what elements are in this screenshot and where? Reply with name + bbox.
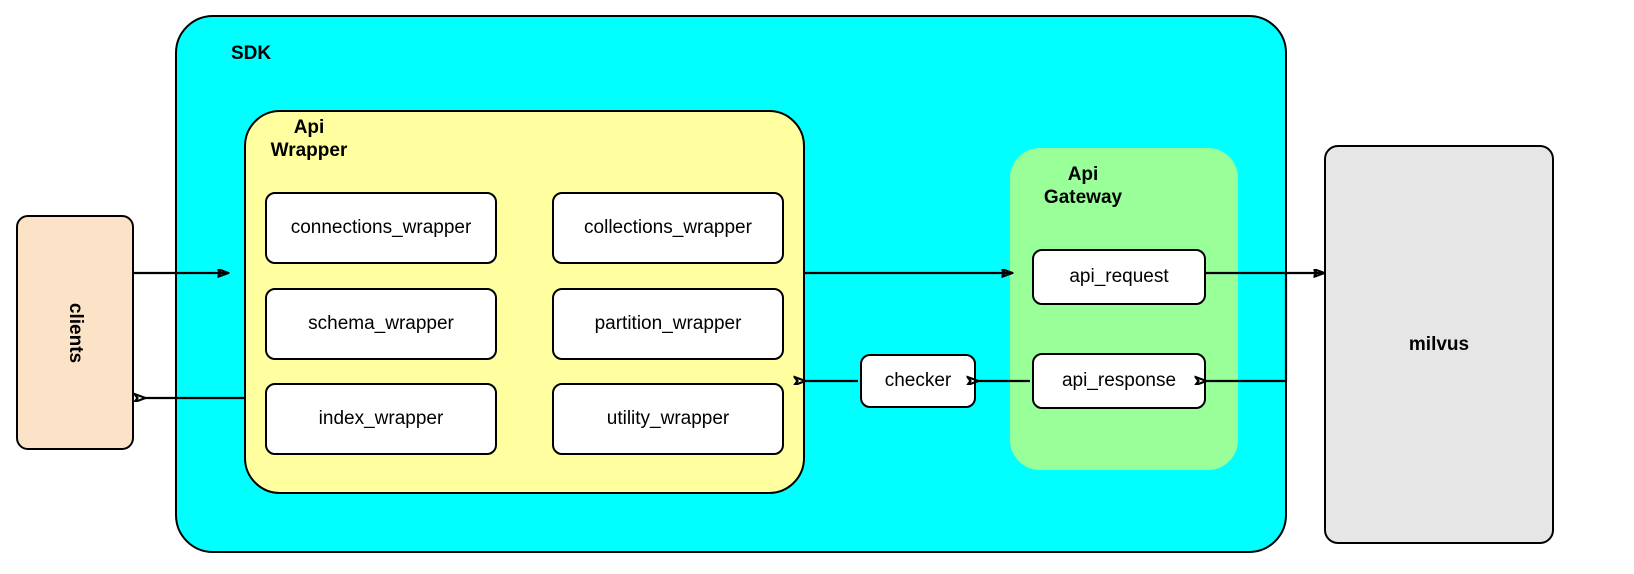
node-collections-wrapper[interactable]: collections_wrapper: [552, 192, 784, 264]
node-utility-wrapper[interactable]: utility_wrapper: [552, 383, 784, 455]
node-clients[interactable]: clients: [16, 215, 134, 450]
node-schema-wrapper[interactable]: schema_wrapper: [265, 288, 497, 360]
container-api-gateway-label: Api Gateway: [1043, 164, 1123, 209]
node-checker[interactable]: checker: [860, 354, 976, 408]
container-api-wrapper-label: Api Wrapper: [270, 117, 348, 162]
node-milvus[interactable]: milvus: [1324, 145, 1554, 544]
node-api-response[interactable]: api_response: [1032, 353, 1206, 409]
container-api-gateway: [1010, 148, 1238, 470]
node-partition-wrapper[interactable]: partition_wrapper: [552, 288, 784, 360]
node-connections-wrapper[interactable]: connections_wrapper: [265, 192, 497, 264]
node-index-wrapper[interactable]: index_wrapper: [265, 383, 497, 455]
node-api-request[interactable]: api_request: [1032, 249, 1206, 305]
container-sdk-label: SDK: [230, 43, 272, 64]
